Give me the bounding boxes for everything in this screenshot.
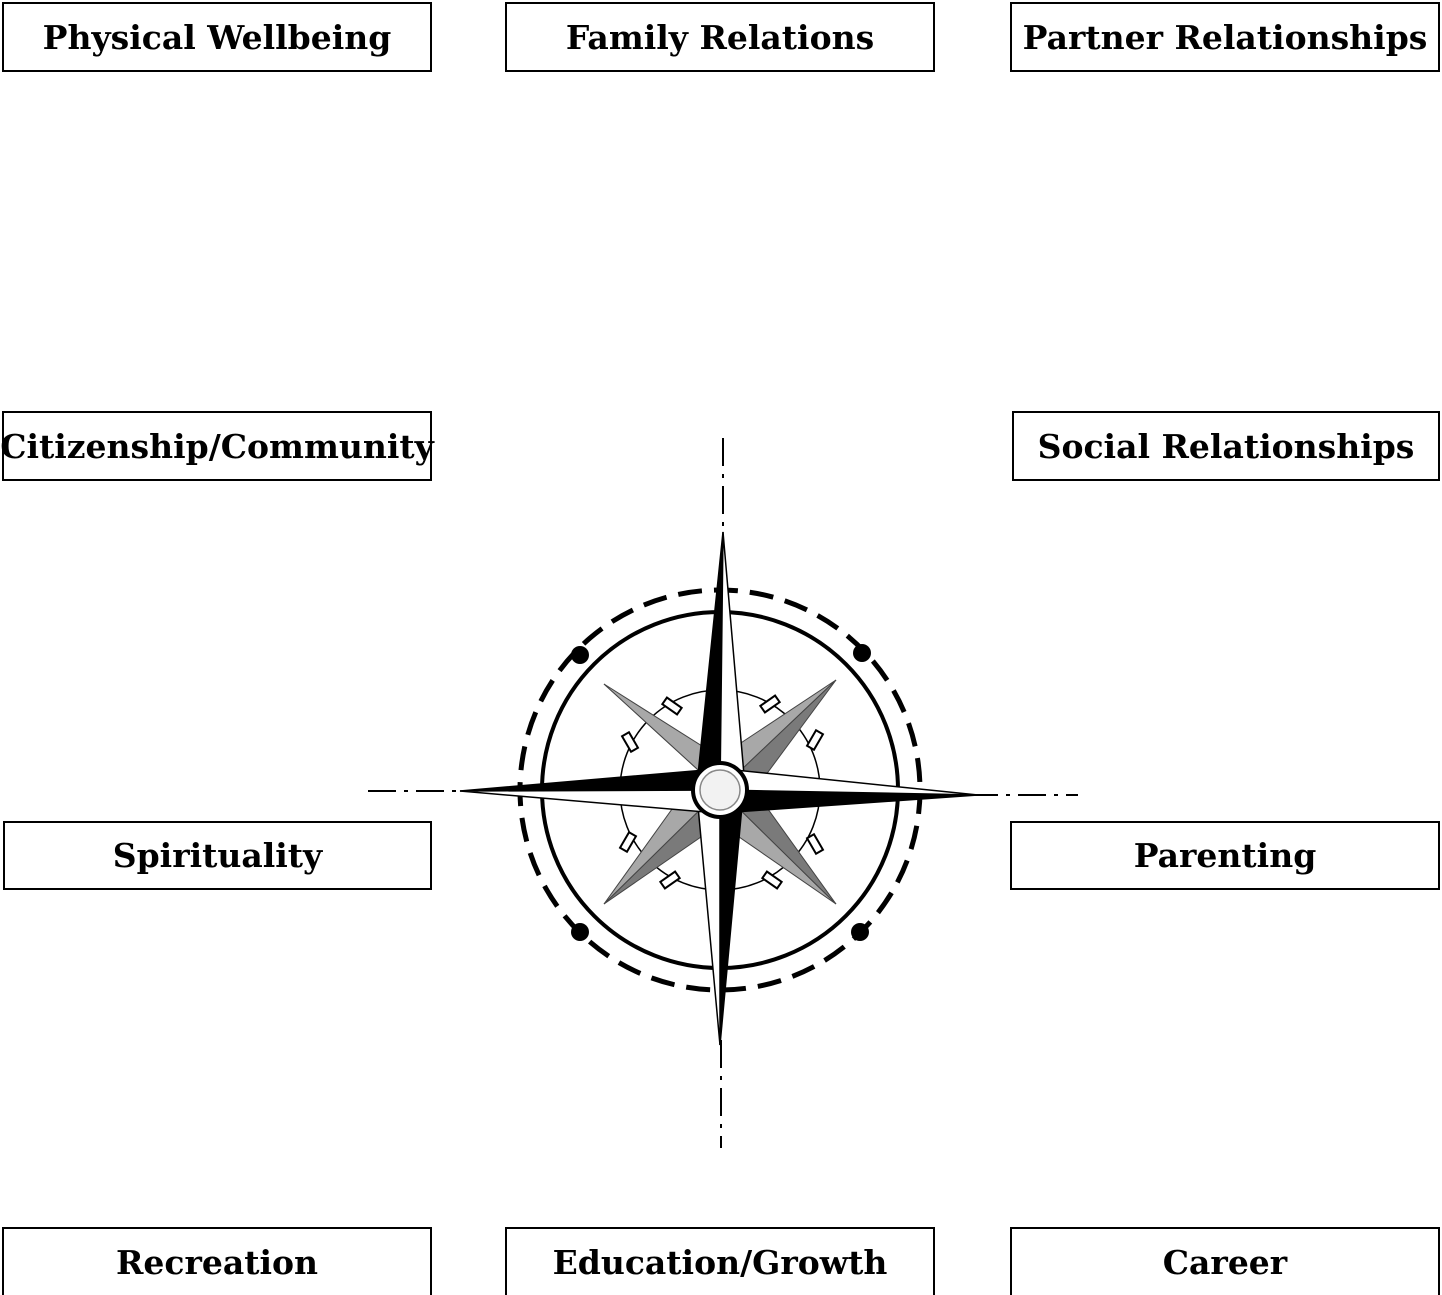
domain-label: Citizenship/Community [0,426,434,466]
domain-box-education-growth: Education/Growth [505,1227,935,1295]
domain-box-career: Career [1010,1227,1440,1295]
domain-label: Recreation [115,1242,319,1282]
domain-label: Education/Growth [552,1242,888,1282]
ring-dots [571,644,871,941]
domain-label: Partner Relationships [1022,17,1428,57]
domain-box-family-relations: Family Relations [505,2,935,72]
domain-box-citizenship-community: Citizenship/Community [0,411,434,481]
axis-lines [368,438,1078,1148]
domain-box-physical-wellbeing: Physical Wellbeing [2,2,432,72]
domain-box-spirituality: Spirituality [3,821,432,890]
domain-label: Spirituality [112,836,323,875]
domain-label: Career [1162,1242,1288,1282]
domain-box-parenting: Parenting [1010,821,1440,890]
domain-box-social-relationships: Social Relationships [1012,411,1440,481]
cardinal-points [459,531,979,1046]
domain-label: Physical Wellbeing [42,17,392,57]
domain-label: Family Relations [565,17,875,57]
compass-center-inner [699,769,741,811]
domain-label: Parenting [1133,836,1317,875]
domain-label: Social Relationships [1037,426,1415,466]
domain-box-partner-relationships: Partner Relationships [1010,2,1440,72]
ring-markers [618,694,825,890]
domain-box-recreation: Recreation [2,1227,432,1295]
